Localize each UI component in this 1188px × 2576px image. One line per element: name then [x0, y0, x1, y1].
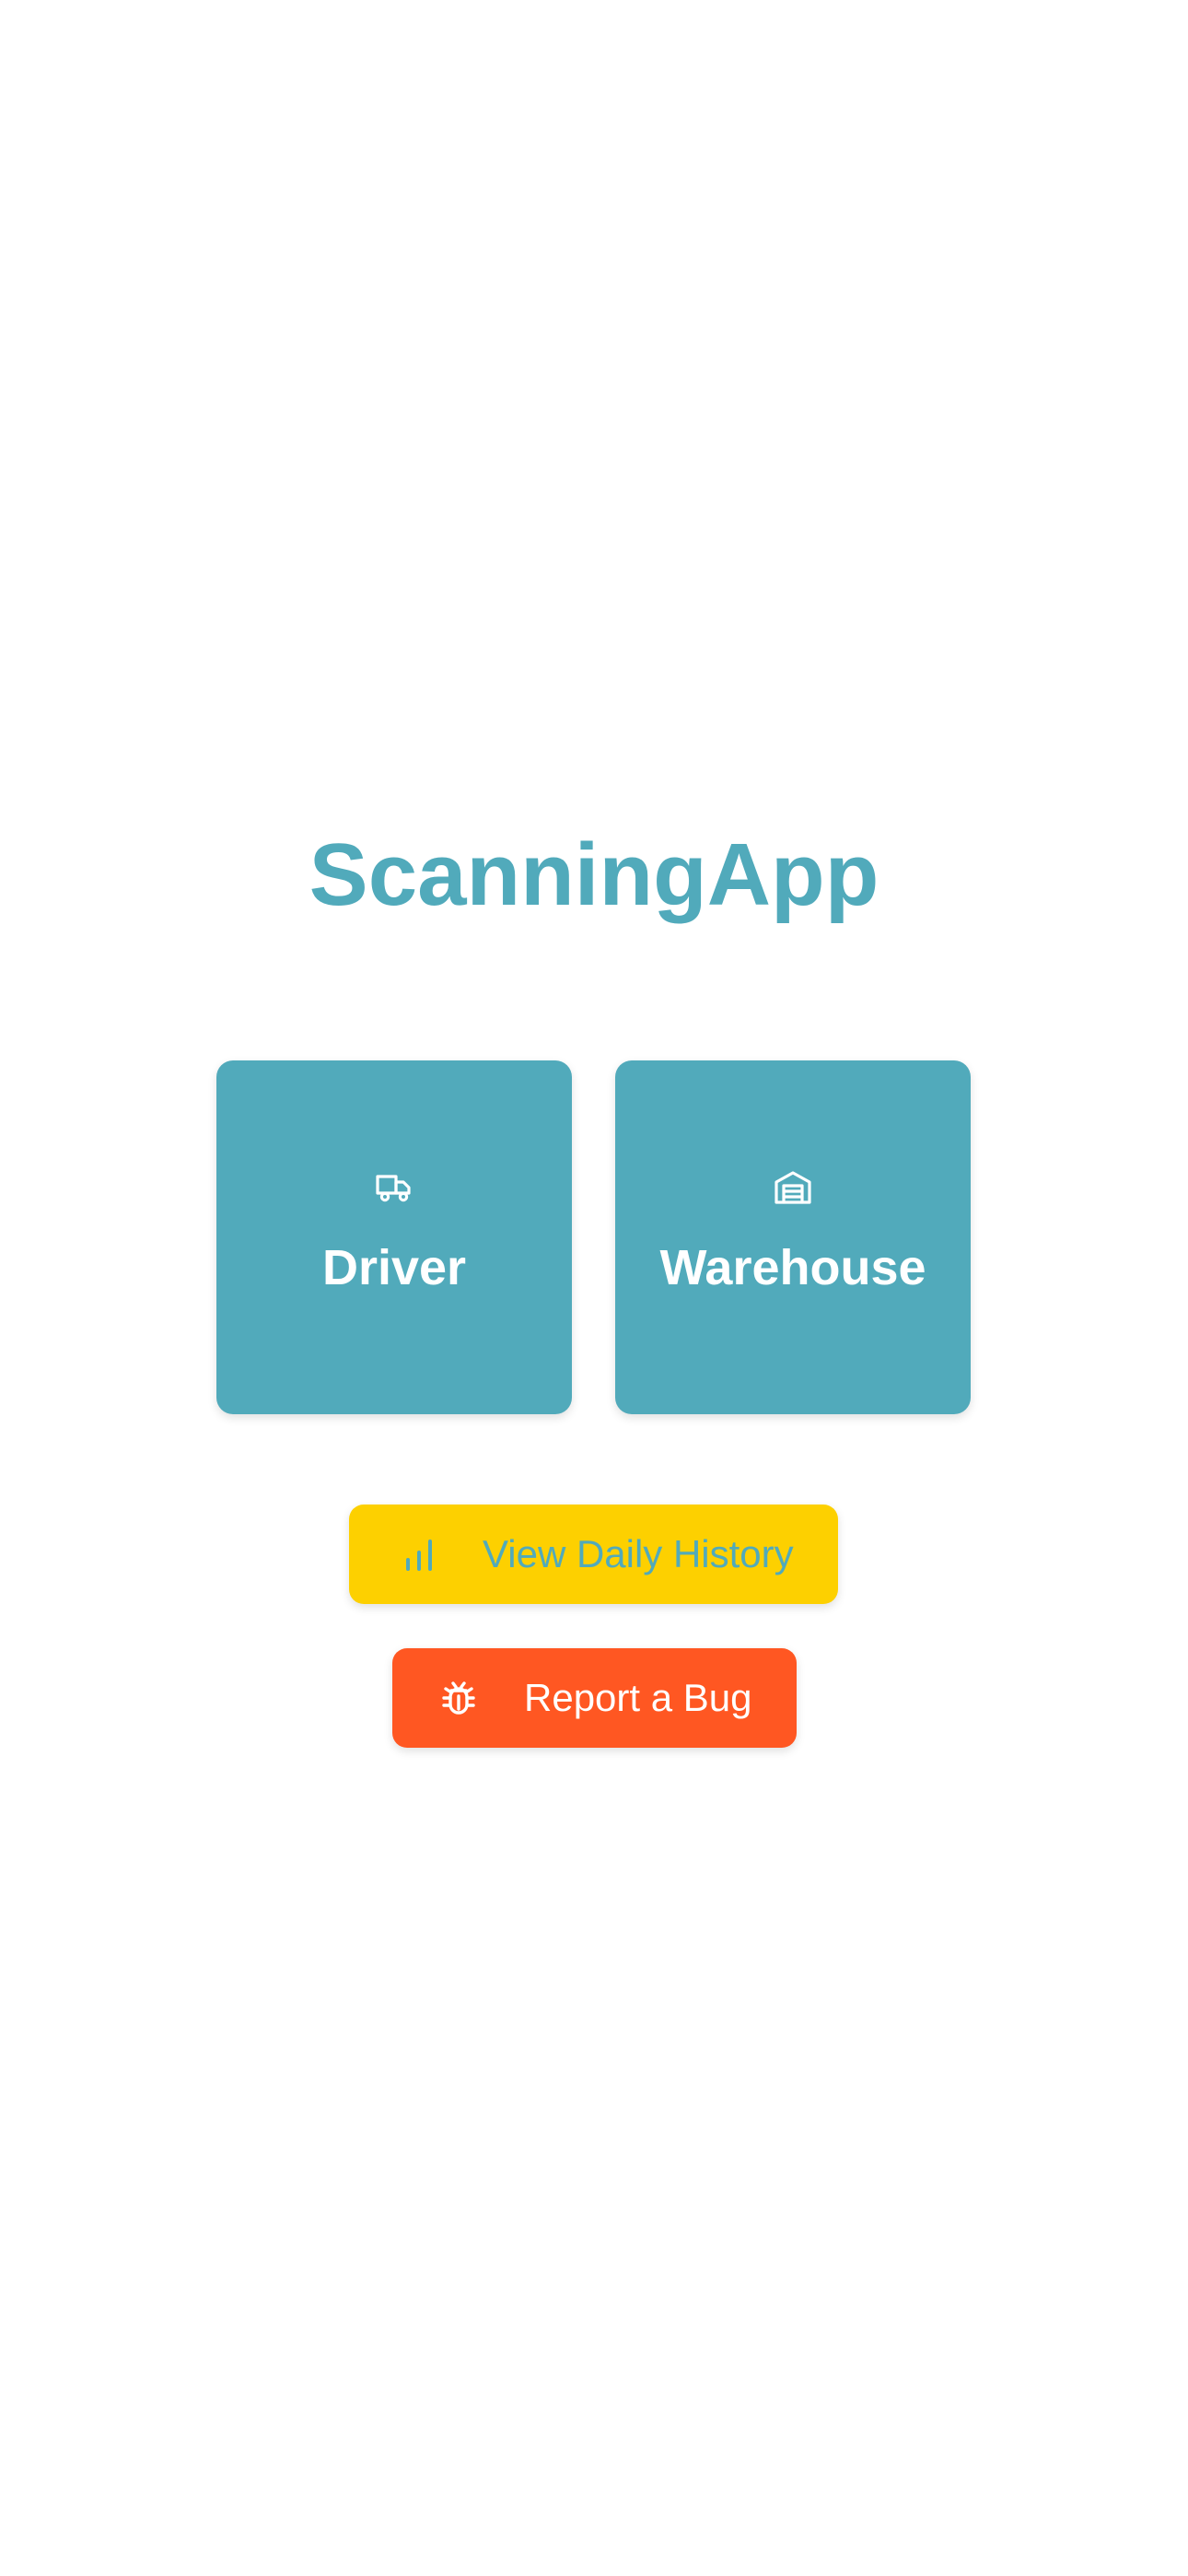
bar-chart-icon	[397, 1532, 441, 1576]
bug-icon	[437, 1676, 481, 1720]
warehouse-card-label: Warehouse	[659, 1240, 926, 1295]
truck-icon	[372, 1165, 416, 1210]
driver-card-label: Driver	[321, 1240, 467, 1295]
view-daily-history-button[interactable]: View Daily History	[349, 1505, 838, 1604]
app-title: ScanningApp	[309, 825, 879, 924]
report-bug-button[interactable]: Report a Bug	[392, 1648, 797, 1748]
warehouse-card-button[interactable]: Warehouse	[615, 1060, 971, 1414]
view-daily-history-label: View Daily History	[483, 1532, 794, 1575]
warehouse-icon	[771, 1165, 815, 1210]
report-bug-label: Report a Bug	[524, 1676, 752, 1719]
driver-card-button[interactable]: Driver	[216, 1060, 572, 1414]
